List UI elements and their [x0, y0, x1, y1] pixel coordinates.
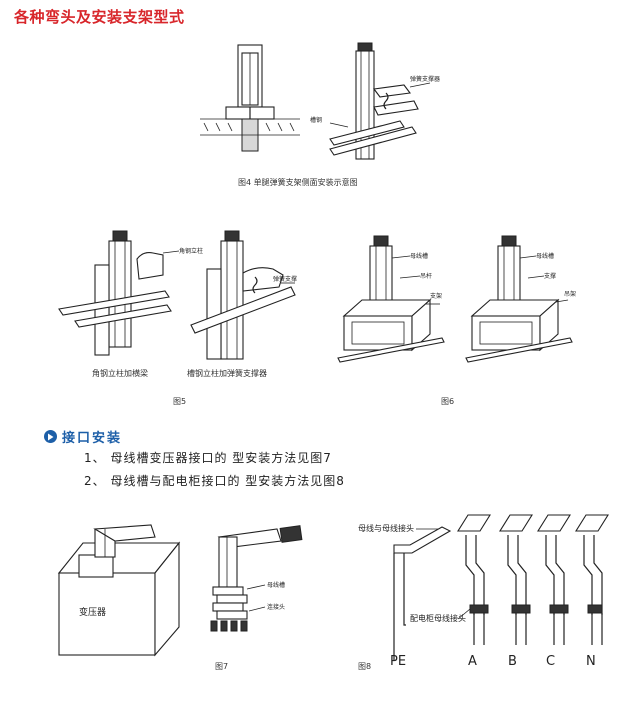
figure5-caption: 图5	[173, 397, 187, 406]
section-title: 接口安装	[62, 431, 123, 446]
svg-text:角钢立柱: 角钢立柱	[179, 247, 203, 255]
figure8-drawing: 母线与母线接头 配电柜母线接头 PE A B C N	[358, 514, 609, 669]
phase-label-c: C	[546, 654, 555, 669]
figure8-caption: 图8	[358, 662, 372, 671]
svg-text:吊架: 吊架	[564, 290, 576, 298]
figure8-top-label: 母线与母线接头	[358, 523, 414, 533]
figure7-caption: 图7	[215, 662, 229, 671]
svg-text:连接头: 连接头	[267, 603, 285, 611]
figure8-side-label: 配电柜母线接头	[410, 613, 466, 623]
svg-text:弹簧支撑: 弹簧支撑	[273, 275, 297, 283]
figure5-drawing: 角钢立柱 弹簧支撑	[58, 230, 297, 360]
svg-text:母线槽: 母线槽	[536, 252, 554, 260]
transformer-label: 变压器	[79, 606, 106, 618]
figure4-caption: 图4 单腿弹簧支架侧面安装示意图	[238, 178, 358, 187]
figure7-drawing: 变压器 母线槽 连接头	[57, 524, 303, 657]
svg-text:母线槽: 母线槽	[267, 581, 285, 589]
svg-text:母线槽: 母线槽	[410, 252, 428, 260]
phase-label-pe: PE	[390, 654, 406, 669]
figure5-sub-caption-left: 角钢立柱加横梁	[92, 369, 148, 378]
svg-text:支撑: 支撑	[544, 272, 556, 280]
section-item-2: 2、 母线槽与配电柜接口的 型安装方法见图8	[84, 474, 345, 488]
phase-label-b: B	[508, 654, 517, 669]
section-item-1: 1、 母线槽变压器接口的 型安装方法见图7	[84, 451, 332, 465]
svg-text:弹簧支撑器: 弹簧支撑器	[410, 75, 440, 83]
svg-text:支架: 支架	[430, 292, 442, 300]
section-header: 接口安装	[44, 427, 122, 446]
svg-text:槽钢: 槽钢	[310, 116, 322, 124]
phase-label-a: A	[468, 654, 477, 669]
figure6-drawing: 母线槽 吊杆 支架 母线槽 支撑 吊架	[337, 235, 576, 363]
figure5-sub-caption-right: 槽钢立柱加弹簧支撑器	[187, 369, 267, 378]
phase-label-n: N	[586, 654, 596, 669]
figure6-caption: 图6	[441, 397, 455, 406]
play-circle-icon	[44, 430, 57, 443]
page-title: 各种弯头及安装支架型式	[14, 8, 185, 26]
figure4-drawing: 弹簧支撑器 槽钢	[200, 42, 440, 160]
svg-text:吊杆: 吊杆	[420, 272, 432, 280]
